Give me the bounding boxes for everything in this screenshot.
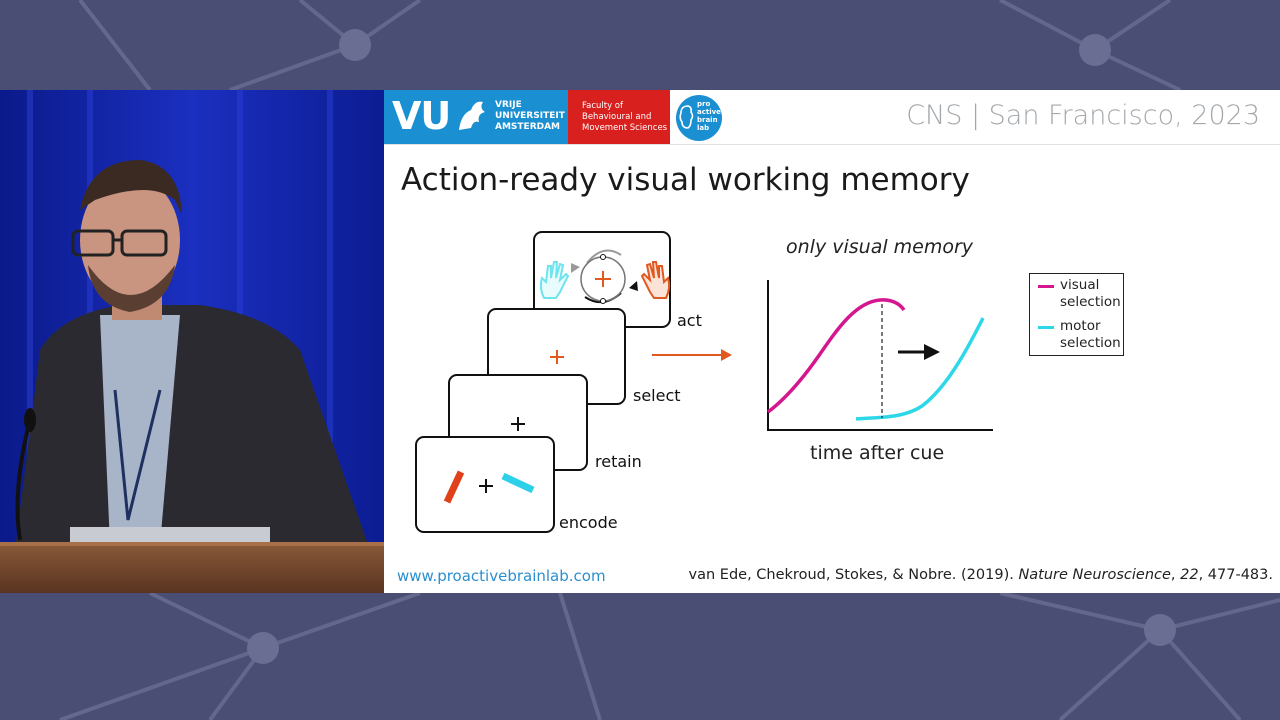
faculty-line: Movement Sciences: [582, 123, 668, 133]
act-diagram: [571, 249, 638, 304]
lab-logo-line: brain: [697, 116, 718, 124]
citation-journal: Nature Neuroscience: [1018, 567, 1171, 583]
presentation-slide: VU VRIJE UNIVERSITEIT AMSTERDAM Faculty …: [384, 90, 1280, 593]
citation: van Ede, Chekroud, Stokes, & Nobre. (201…: [688, 567, 1273, 583]
orange-arrow-icon: [652, 349, 732, 361]
orange-bar-item: [443, 470, 465, 504]
header-divider: [384, 144, 1280, 145]
lab-logo-line: lab: [697, 124, 710, 132]
legend-label: visual: [1060, 277, 1100, 293]
cyan-bar-item: [501, 472, 535, 494]
lab-website-link[interactable]: www.proactivebrainlab.com: [397, 567, 606, 585]
legend-label: selection: [1060, 335, 1121, 351]
left-hand-icon: [539, 261, 570, 299]
brain-icon: [679, 105, 694, 129]
screen-encode: [415, 436, 555, 533]
x-axis-label: time after cue: [810, 442, 945, 464]
legend-label: motor: [1060, 318, 1101, 334]
laptop: [70, 527, 270, 543]
griffin-icon: [459, 101, 485, 130]
faculty-line: Faculty of: [582, 101, 623, 111]
plot-legend: visual selection motor selection: [1029, 273, 1124, 356]
stage-label-act: act: [677, 311, 702, 330]
speaker-head: [80, 175, 180, 305]
lab-logo-line: pro: [697, 100, 711, 108]
legend-swatch-visual: [1038, 285, 1054, 288]
slide-title: Action-ready visual working memory: [401, 162, 970, 198]
vu-name-line: VRIJE: [495, 100, 522, 110]
vu-logo: VU: [392, 94, 451, 138]
speaker-video-panel: [0, 90, 384, 593]
legend-label: selection: [1060, 294, 1121, 310]
conference-title: CNS | San Francisco, 2023: [906, 100, 1260, 131]
proactive-brain-lab-logo: [676, 95, 722, 141]
podium: [0, 542, 384, 593]
citation-volume: 22: [1180, 567, 1199, 583]
stage-label-encode: encode: [559, 513, 618, 532]
faculty-line: Behavioural and: [582, 112, 652, 122]
legend-swatch-motor: [1038, 326, 1054, 329]
motor-selection-curve: [855, 317, 985, 421]
plot-title: only visual memory: [786, 236, 974, 258]
citation-authors: van Ede, Chekroud, Stokes, & Nobre. (201…: [688, 567, 1019, 583]
speaker-video: [0, 90, 384, 593]
vu-name-line: AMSTERDAM: [495, 122, 561, 132]
vu-name-line: UNIVERSITEIT: [495, 111, 565, 121]
faculty-logo-block: [568, 90, 670, 144]
visual-selection-curve: [766, 298, 906, 414]
stage-label-select: select: [633, 386, 681, 405]
stage-label-retain: retain: [595, 452, 642, 471]
timecourse-plot: [766, 280, 993, 431]
citation-pages: , 477-483.: [1198, 567, 1273, 583]
lab-logo-line: active: [697, 108, 721, 116]
right-hand-icon: [640, 261, 671, 299]
